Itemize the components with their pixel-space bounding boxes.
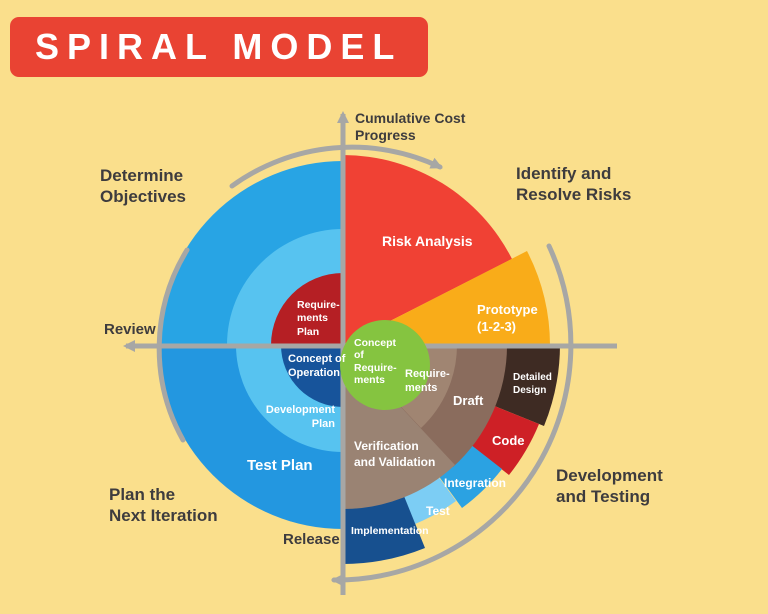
segment-requirements-plan [271,273,343,345]
page-title: SPIRAL MODEL [35,26,403,67]
review-label: Review [104,321,156,338]
label-implementation: Implementation [351,525,429,537]
quadrant-plan-next-iteration: Plan the Next Iteration [109,485,218,525]
segment-concept-of-operation [281,345,343,407]
label-detailed-design: Detailed Design [513,372,552,396]
label-integration: Integration [444,476,506,490]
label-test-plan: Test Plan [247,457,313,474]
spiral-arc-left [156,247,190,443]
label-test: Test [426,504,450,518]
label-code: Code [492,433,525,448]
quadrant-determine-objectives: Determine Objectives [100,166,186,206]
label-verification-validation: Verification and Validation [354,439,436,470]
label-draft: Draft [453,393,484,408]
label-concept-of-operation: Concept of Operation [288,353,346,380]
cumulative-cost-label: Cumulative Cost Progress [355,110,466,144]
label-development-plan: Development Plan [265,404,335,431]
spiral-arc-right-bottom [331,243,574,587]
release-label: Release [283,531,340,548]
quadrant-identify-resolve-risks: Identify and Resolve Risks [516,164,632,204]
label-requirements-plan: Require- ments Plan [297,299,340,338]
label-concept-of-requirements: Concept of Require- ments [354,337,397,387]
spiral-arc-top [229,144,443,189]
segment-concept-of-requirements [340,320,430,410]
title-banner: SPIRAL MODEL [10,17,428,77]
quadrant-development-testing: Development and Testing [556,466,663,506]
segment-risk-analysis [343,155,512,345]
label-requirements: Require- ments [405,368,450,395]
label-prototype: Prototype (1-2-3) [477,302,538,334]
label-risk-analysis: Risk Analysis [382,233,473,249]
